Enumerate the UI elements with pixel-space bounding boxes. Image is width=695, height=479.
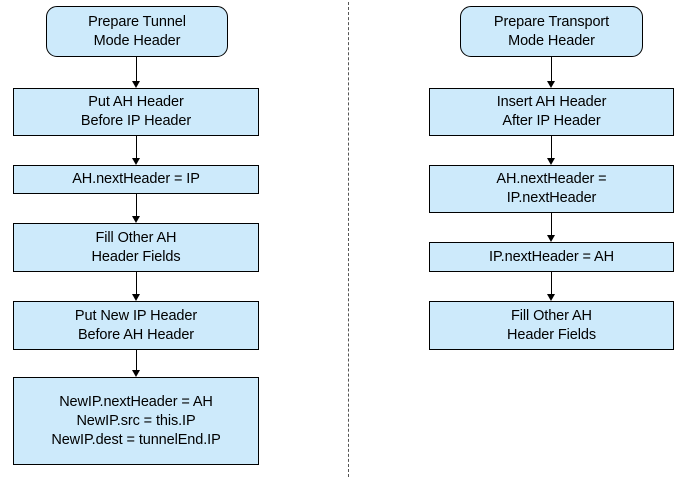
node-line: Before IP Header	[80, 113, 192, 129]
connector-r4-r5	[551, 272, 552, 296]
node-prepare-transport-mode-header[interactable]: Prepare Transport Mode Header	[460, 6, 643, 57]
connector-r2-r3	[551, 136, 552, 160]
node-line: Mode Header	[93, 32, 181, 49]
node-line: Prepare Tunnel	[88, 13, 186, 30]
node-line: Insert AH Header	[496, 94, 607, 110]
node-line: Before AH Header	[77, 326, 195, 343]
connector-t5-t6	[136, 350, 137, 372]
node-ah-nextheader-equals-ip[interactable]: AH.nextHeader = IP	[13, 165, 259, 194]
connector-t3-t4	[136, 194, 137, 218]
connector-t2-t3	[136, 136, 137, 160]
node-line: Put New IP Header	[74, 307, 198, 324]
node-line: NewIP.nextHeader = AH	[59, 393, 213, 410]
connector-r3-r4	[551, 213, 552, 237]
node-line: After IP Header	[502, 113, 601, 129]
node-line: AH.nextHeader =	[496, 171, 607, 187]
arrowhead-t2-t3	[132, 158, 140, 165]
node-line: AH.nextHeader = IP	[72, 171, 200, 187]
arrowhead-t1-t2	[132, 81, 140, 88]
node-fill-other-ah-header-fields-transport[interactable]: Fill Other AH Header Fields	[429, 301, 674, 350]
column-divider	[348, 2, 349, 477]
arrowhead-t5-t6	[132, 370, 140, 377]
node-line: Fill Other AH	[511, 307, 592, 324]
node-insert-ah-header-after-ip-header[interactable]: Insert AH Header After IP Header	[429, 88, 674, 136]
connector-t4-t5	[136, 272, 137, 296]
node-line: Fill Other AH	[95, 229, 177, 246]
node-line: IP.nextHeader	[506, 190, 597, 206]
node-line: Put AH Header	[88, 94, 184, 110]
node-line: Header Fields	[91, 248, 181, 265]
node-line: NewIP.src = this.IP	[76, 412, 196, 429]
node-ip-nextheader-equals-ah[interactable]: IP.nextHeader = AH	[429, 242, 674, 272]
node-prepare-tunnel-mode-header[interactable]: Prepare Tunnel Mode Header	[46, 6, 228, 57]
arrowhead-t3-t4	[132, 216, 140, 223]
node-fill-other-ah-header-fields-tunnel[interactable]: Fill Other AH Header Fields	[13, 223, 259, 272]
connector-t1-t2	[136, 57, 137, 83]
arrowhead-r1-r2	[547, 81, 555, 88]
connector-r1-r2	[551, 57, 552, 83]
node-newip-assignments[interactable]: NewIP.nextHeader = AH NewIP.src = this.I…	[13, 377, 259, 465]
arrowhead-r2-r3	[547, 158, 555, 165]
node-put-ah-header-before-ip-header[interactable]: Put AH Header Before IP Header	[13, 88, 259, 136]
node-put-new-ip-header-before-ah-header[interactable]: Put New IP Header Before AH Header	[13, 301, 259, 350]
node-line: Mode Header	[508, 32, 595, 49]
arrowhead-t4-t5	[132, 294, 140, 301]
node-line: Prepare Transport	[493, 13, 610, 30]
node-ah-nextheader-equals-ip-nextheader[interactable]: AH.nextHeader = IP.nextHeader	[429, 165, 674, 213]
node-line: NewIP.dest = tunnelEnd.IP	[51, 431, 221, 448]
node-line: IP.nextHeader = AH	[489, 248, 614, 265]
node-line: Header Fields	[507, 326, 596, 343]
arrowhead-r3-r4	[547, 235, 555, 242]
arrowhead-r4-r5	[547, 294, 555, 301]
